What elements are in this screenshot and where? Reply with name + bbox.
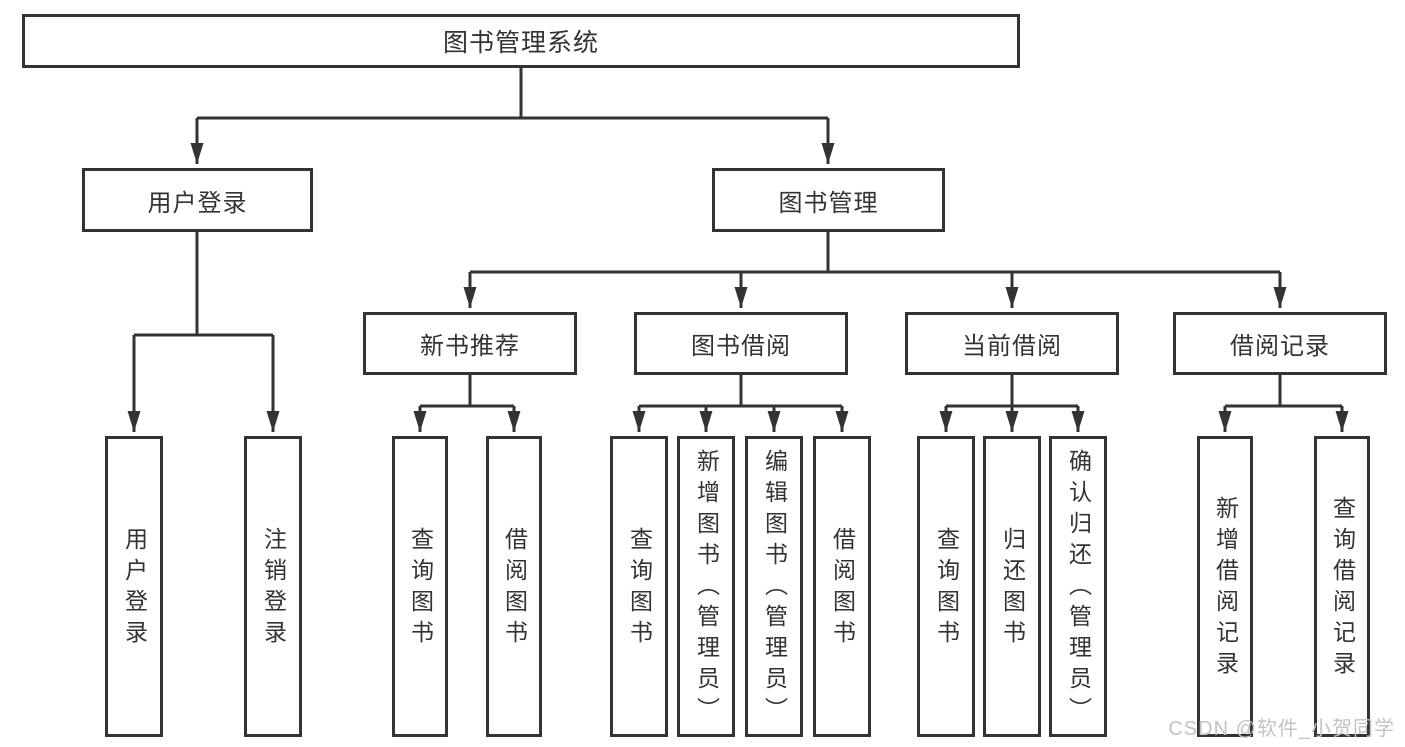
leaf-return-book: 归还图书 — [983, 436, 1041, 737]
leaf-query-borrow-record: 查询借阅记录 — [1314, 436, 1370, 737]
node-book-management: 图书管理 — [712, 168, 945, 232]
node-book-borrow: 图书借阅 — [634, 312, 848, 375]
node-new-book-recommend: 新书推荐 — [363, 312, 577, 375]
node-user-login: 用户登录 — [82, 168, 313, 232]
node-current-borrow: 当前借阅 — [905, 312, 1119, 375]
leaf-add-book-admin: 新增图书（管理员） — [677, 436, 735, 737]
leaf-add-borrow-record: 新增借阅记录 — [1197, 436, 1253, 737]
leaf-query-books-current: 查询图书 — [917, 436, 975, 737]
watermark: CSDN @软件_小贺同学 — [1168, 718, 1395, 740]
leaf-borrow-books: 借阅图书 — [813, 436, 871, 737]
leaf-edit-book-admin: 编辑图书（管理员） — [745, 436, 803, 737]
leaf-query-books-recommend: 查询图书 — [392, 436, 448, 737]
leaf-logout: 注销登录 — [244, 436, 302, 737]
leaf-borrow-books-recommend: 借阅图书 — [486, 436, 542, 737]
node-library-management-system: 图书管理系统 — [22, 14, 1020, 68]
leaf-user-login: 用户登录 — [105, 436, 163, 737]
leaf-confirm-return-admin: 确认归还（管理员） — [1049, 436, 1107, 737]
leaf-query-books-borrow: 查询图书 — [610, 436, 668, 737]
node-borrow-records: 借阅记录 — [1173, 312, 1387, 375]
